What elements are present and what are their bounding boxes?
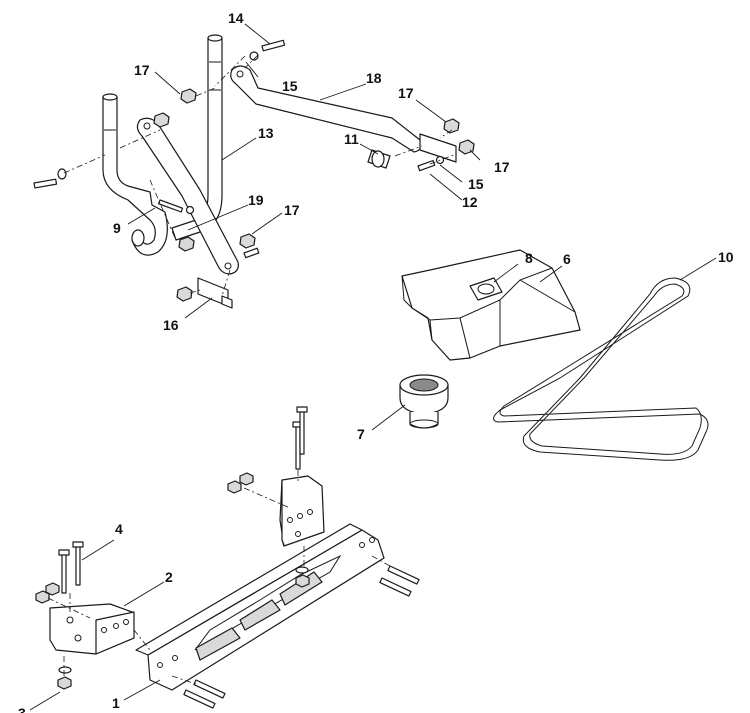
drive-belt-10 xyxy=(493,277,709,461)
pulley-7 xyxy=(399,374,449,429)
callout-8: 8 xyxy=(525,250,533,266)
callout-17b: 17 xyxy=(398,85,414,101)
callout-12: 12 xyxy=(462,194,478,210)
bracket-2 xyxy=(49,603,135,655)
callout-16: 16 xyxy=(163,317,179,333)
leader-lines xyxy=(29,23,717,711)
callout-14: 14 xyxy=(228,10,244,26)
handle-tube-9 xyxy=(102,93,168,256)
callout-15a: 15 xyxy=(282,78,298,94)
callout-17c: 17 xyxy=(494,159,510,175)
callout-3: 3 xyxy=(18,705,26,713)
frame-1 xyxy=(135,523,385,691)
hardware-lower xyxy=(35,472,420,709)
callout-10: 10 xyxy=(718,249,734,265)
callout-15b: 15 xyxy=(468,176,484,192)
callout-6: 6 xyxy=(563,251,571,267)
callout-13: 13 xyxy=(258,125,274,141)
assembly-lines-upper xyxy=(63,54,457,297)
bolts-4 xyxy=(58,406,308,594)
callout-18: 18 xyxy=(366,70,382,86)
callout-labels: 1 2 4 6 7 8 9 10 11 12 13 14 15 15 16 17… xyxy=(18,10,734,713)
decal-8 xyxy=(469,277,503,301)
bracket-16 xyxy=(197,277,233,309)
callout-2: 2 xyxy=(165,569,173,585)
callout-7: 7 xyxy=(357,426,365,442)
callout-19: 19 xyxy=(248,192,264,208)
callout-4: 4 xyxy=(115,521,123,537)
bracket-right-upper xyxy=(279,475,325,547)
callout-17d: 17 xyxy=(284,202,300,218)
callout-11: 11 xyxy=(344,131,359,147)
belt-cover-6 xyxy=(401,249,581,361)
assembly-lines-lower xyxy=(47,470,391,685)
pivot-pin-11 xyxy=(367,149,391,169)
callout-9: 9 xyxy=(113,220,121,236)
callout-17a: 17 xyxy=(134,62,150,78)
callout-1: 1 xyxy=(112,695,120,711)
bracket-plate-12 xyxy=(419,133,457,163)
